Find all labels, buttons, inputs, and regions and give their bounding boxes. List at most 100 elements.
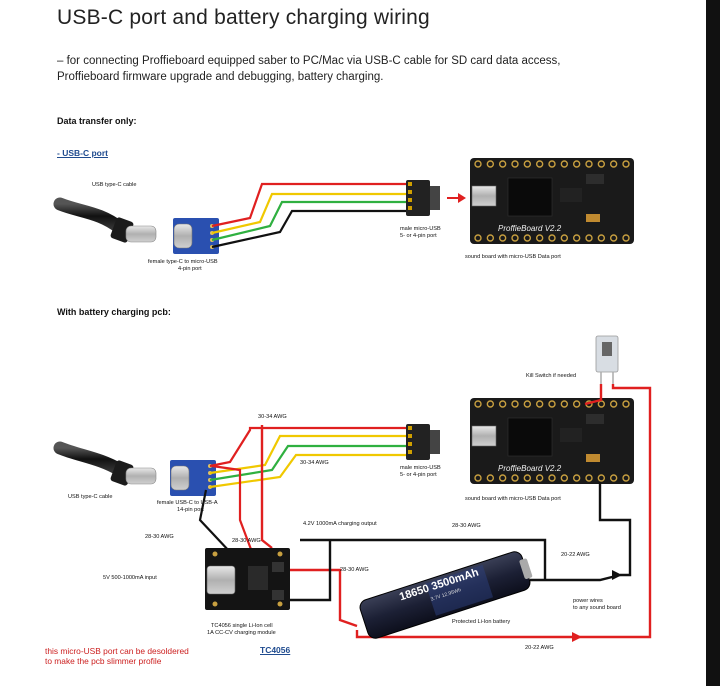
description-line-2: Proffieboard firmware upgrade and debugg… bbox=[57, 71, 384, 83]
board-pad bbox=[486, 400, 495, 408]
board-pad bbox=[560, 474, 569, 482]
board-pad bbox=[498, 400, 507, 408]
plug-label-2b: 5- or 4-pin port bbox=[400, 472, 437, 478]
note-line-2: to make the pcb slimmer profile bbox=[45, 656, 162, 666]
board-pad bbox=[560, 400, 569, 408]
board-pad bbox=[572, 400, 581, 408]
plug-label-1b: 5- or 4-pin port bbox=[400, 233, 437, 239]
board-pad bbox=[548, 400, 556, 408]
board-pad bbox=[511, 400, 519, 408]
cable-label-2: USB type-C cable bbox=[68, 494, 113, 500]
awg-left-label: 28-30 AWG bbox=[145, 534, 174, 540]
arrow-head-1 bbox=[458, 193, 466, 203]
usb-c-cable-1 bbox=[53, 197, 157, 243]
power-wires bbox=[260, 384, 652, 639]
kill-switch bbox=[595, 335, 619, 384]
board-label-2: sound board with micro-USB Data port bbox=[465, 496, 561, 502]
board-pads-2 bbox=[474, 400, 630, 482]
board-pad bbox=[523, 234, 532, 242]
proffieboard-2 bbox=[470, 398, 634, 484]
usb-c-adapter-2 bbox=[170, 460, 216, 496]
board-pad bbox=[535, 160, 544, 168]
data-wires-1 bbox=[211, 182, 410, 249]
power-wires-label-b: to any sound board bbox=[573, 605, 621, 611]
power-wires-label-a: power wires bbox=[573, 598, 603, 604]
board-pad bbox=[511, 474, 519, 482]
arrow-head-black bbox=[612, 570, 622, 580]
micro-usb-plug-2 bbox=[406, 424, 440, 460]
board-pad bbox=[474, 234, 482, 242]
cable-label-1: USB type-C cable bbox=[92, 182, 137, 188]
board-pad bbox=[498, 474, 507, 482]
board-pad bbox=[511, 234, 519, 242]
battery-label: Protected Li-Ion battery bbox=[452, 619, 511, 625]
board-pad bbox=[585, 160, 593, 168]
plug-label-1a: male micro-USB bbox=[400, 226, 441, 232]
section1-heading: Data transfer only: bbox=[57, 116, 137, 126]
board-pad bbox=[609, 400, 618, 408]
usb-c-cable-2 bbox=[53, 441, 157, 486]
black-wire-module-input bbox=[198, 489, 231, 553]
note-line-1: this micro-USB port can be desoldered bbox=[45, 646, 189, 656]
board-pad bbox=[572, 234, 581, 242]
page-title: USB-C port and battery charging wiring bbox=[57, 6, 430, 29]
tc4056-link[interactable]: TC4056 bbox=[260, 645, 291, 655]
board-pad bbox=[597, 234, 606, 242]
usb-c-adapter-1 bbox=[173, 218, 219, 254]
board-pad bbox=[622, 234, 630, 242]
board-pad bbox=[498, 234, 507, 242]
input-label: 5V 500-1000mA input bbox=[103, 575, 157, 581]
board-pad bbox=[609, 234, 618, 242]
battery-18650 bbox=[359, 551, 533, 639]
adapter-label-2b: 14-pin port bbox=[177, 507, 204, 513]
board-name-1: ProffieBoard V2.2 bbox=[498, 224, 562, 233]
board-pad bbox=[535, 474, 544, 482]
awg-right-label: 20-22 AWG bbox=[561, 552, 590, 558]
arrow-head-bottom bbox=[572, 632, 582, 642]
board-pad bbox=[585, 234, 593, 242]
board-pad bbox=[560, 234, 569, 242]
awg-battery-label: 28-30 AWG bbox=[340, 567, 369, 573]
board-pad bbox=[609, 160, 618, 168]
board-pad bbox=[523, 474, 532, 482]
board-pad bbox=[560, 160, 569, 168]
description-line-1: – for connecting Proffieboard equipped s… bbox=[57, 55, 561, 67]
awg-mid-label: 30-34 AWG bbox=[300, 460, 329, 466]
board-pad bbox=[486, 160, 495, 168]
adapter-label-1b: 4-pin port bbox=[178, 266, 202, 272]
module-label-a: TC4056 single Li-Ion cell bbox=[211, 623, 273, 629]
board-name-2: ProffieBoard V2.2 bbox=[498, 464, 562, 473]
awg-bottom-label: 20-22 AWG bbox=[525, 645, 554, 651]
awg-module-label: 28-30 AWG bbox=[232, 538, 261, 544]
plug-label-2a: male micro-USB bbox=[400, 465, 441, 471]
board-pad bbox=[474, 474, 482, 482]
board-pad bbox=[585, 474, 593, 482]
board-pad bbox=[622, 400, 630, 408]
board-pad bbox=[474, 160, 482, 168]
board-pad bbox=[597, 160, 606, 168]
board-pad bbox=[523, 160, 532, 168]
adapter-label-2a: female USB-C to USB-A bbox=[157, 500, 218, 506]
board-pads-1 bbox=[474, 160, 630, 242]
adapter-label-1a: female type-C to micro-USB bbox=[148, 259, 218, 265]
board-pad bbox=[474, 400, 482, 408]
section2-heading: With battery charging pcb: bbox=[57, 307, 171, 317]
board-pad bbox=[572, 474, 581, 482]
board-pad bbox=[511, 160, 519, 168]
board-pad bbox=[548, 234, 556, 242]
board-pad bbox=[498, 160, 507, 168]
awg-output-label: 28-30 AWG bbox=[452, 523, 481, 529]
board-pad bbox=[535, 234, 544, 242]
charging-output-label: 4.2V 1000mA charging output bbox=[303, 521, 377, 527]
usb-c-port-link[interactable]: - USB-C port bbox=[57, 148, 108, 158]
tc4056-module bbox=[205, 548, 290, 610]
awg-top-label: 30-34 AWG bbox=[258, 414, 287, 420]
board-pad bbox=[548, 474, 556, 482]
kill-switch-label: Kill Switch if needed bbox=[526, 373, 577, 379]
red-wire-module-input bbox=[211, 464, 254, 553]
board-pad bbox=[548, 160, 556, 168]
board-pad bbox=[486, 234, 495, 242]
board-label-1: sound board with micro-USB Data port bbox=[465, 254, 561, 260]
